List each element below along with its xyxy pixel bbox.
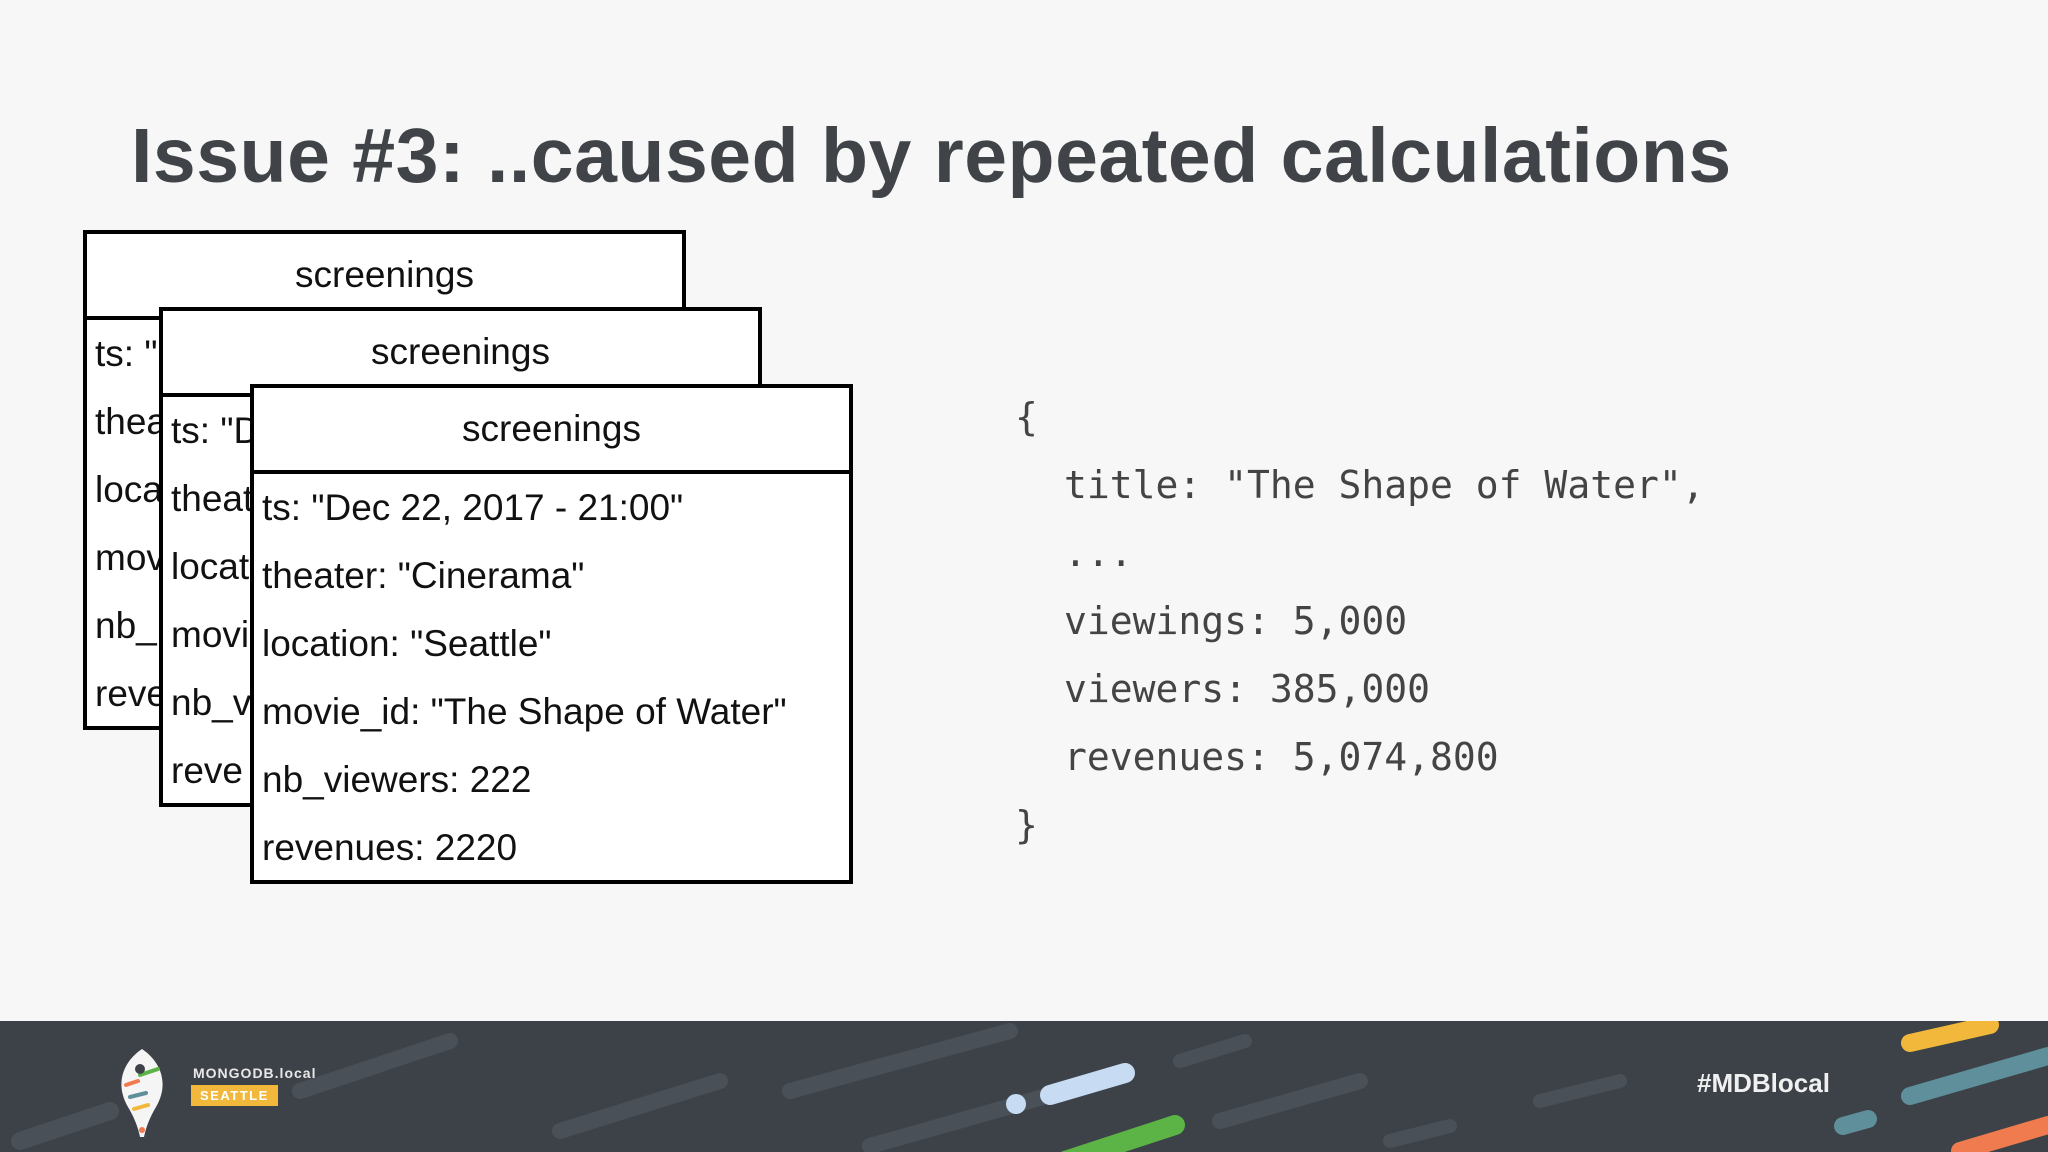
- card-field-nb-viewers: nb_: [95, 605, 157, 646]
- card-header: screenings: [254, 388, 849, 474]
- json-line-revenues: revenues: 5,074,800: [1064, 735, 1499, 779]
- card-field-theater: thea: [95, 401, 168, 442]
- card-field-location: loca: [95, 469, 163, 510]
- card-field-revenues: reve: [171, 750, 243, 791]
- json-line-title: title: "The Shape of Water",: [1064, 463, 1705, 507]
- card-field-revenues: reve: [95, 673, 167, 714]
- card-field-nb-viewers: nb_v: [171, 682, 252, 723]
- json-open-brace: {: [1015, 395, 1038, 439]
- footer-bar: MONGODB.local SEATTLE #MDBlocal: [0, 1021, 2048, 1152]
- footer-decorative-stripes: [11, 1021, 2048, 1152]
- card-field-movie-id: mov: [95, 537, 165, 578]
- brand-city-badge: SEATTLE: [191, 1085, 278, 1106]
- screening-card-front: screenings ts: "Dec 22, 2017 - 21:00" th…: [250, 384, 853, 884]
- card-field-ts: ts: "Dec 22, 2017 - 21:00": [262, 487, 684, 528]
- card-field-nb-viewers: nb_viewers: 222: [262, 759, 532, 800]
- card-field-ts: ts: "D: [171, 410, 261, 451]
- card-field-location: locat: [171, 546, 250, 587]
- brand-name: MONGODB.local: [193, 1065, 317, 1081]
- card-field-location: location: "Seattle": [262, 623, 552, 664]
- json-line-viewings: viewings: 5,000: [1064, 599, 1408, 643]
- json-line-ellipsis: ...: [1064, 531, 1133, 575]
- aggregated-json-document: { title: "The Shape of Water", ... viewi…: [1015, 383, 1705, 859]
- card-field-theater: theat: [171, 478, 254, 519]
- slide-title: Issue #3: ..caused by repeated calculati…: [131, 113, 1732, 199]
- card-field-theater: theater: "Cinerama": [262, 555, 585, 596]
- card-field-movie-id: movi: [171, 614, 250, 655]
- card-field-revenues: revenues: 2220: [262, 827, 518, 868]
- json-line-viewers: viewers: 385,000: [1064, 667, 1431, 711]
- json-close-brace: }: [1015, 803, 1038, 847]
- card-field-ts: ts: ": [95, 333, 158, 374]
- card-field-movie-id: movie_id: "The Shape of Water": [262, 691, 787, 732]
- hashtag: #MDBlocal: [1697, 1068, 1830, 1098]
